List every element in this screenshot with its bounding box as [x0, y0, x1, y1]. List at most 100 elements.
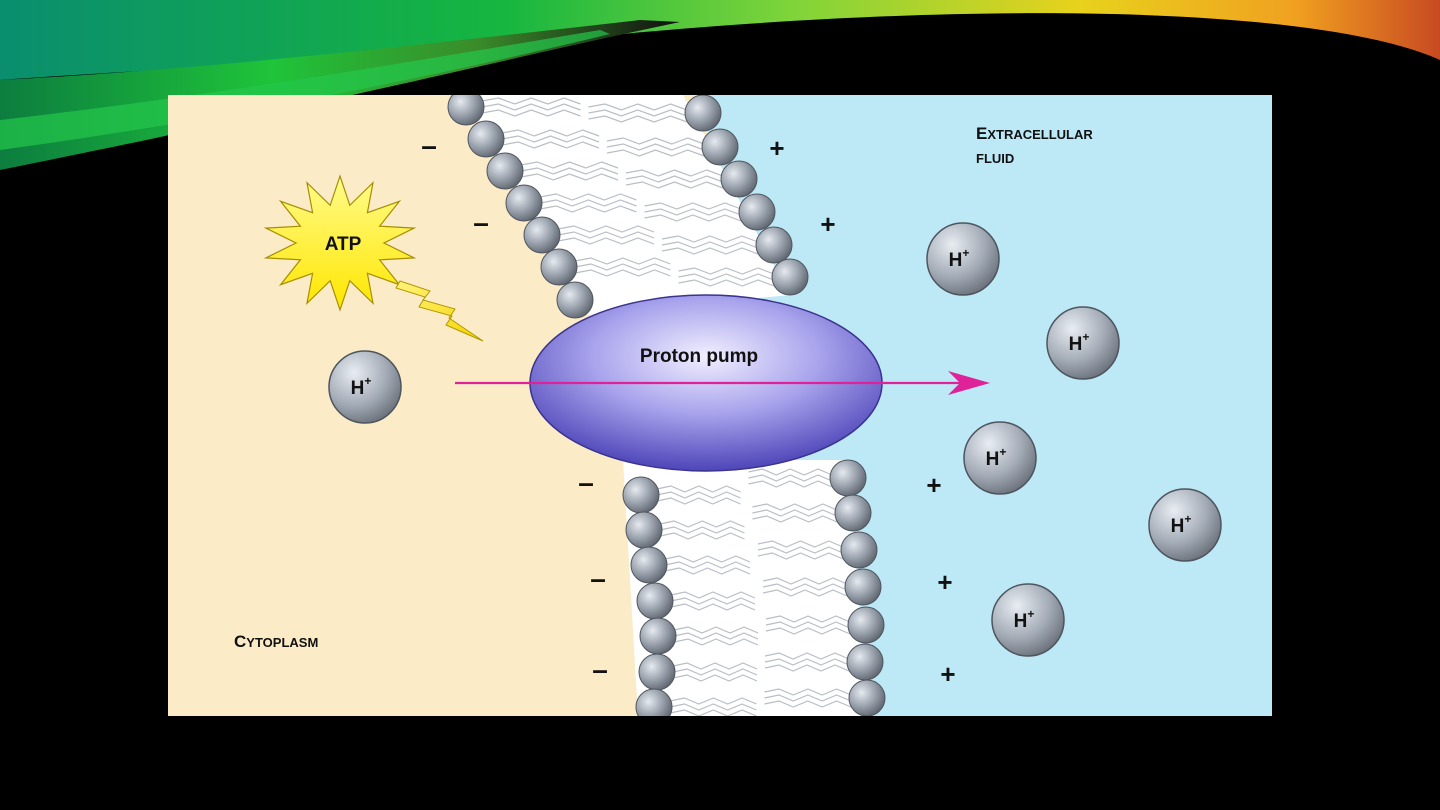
lipid-tail: [670, 597, 756, 605]
lipid-tail: [501, 129, 600, 137]
positive-charge: +: [769, 133, 784, 163]
lipid-tail: [670, 591, 756, 599]
lipid-tail: [557, 237, 655, 245]
lipid-tail: [659, 526, 745, 534]
lipid-tail: [501, 135, 600, 143]
phospholipid-head: [844, 568, 882, 606]
phospholipid-head: [684, 95, 722, 132]
lipid-tail: [664, 561, 751, 569]
hydrogen-ion-charge: +: [364, 374, 371, 388]
lipid-tail: [765, 621, 851, 629]
negative-charge: –: [592, 654, 608, 685]
lipid-tail: [748, 468, 833, 476]
lipid-tail: [765, 615, 851, 623]
lipid-tail: [757, 540, 844, 548]
hydrogen-ion: H+: [963, 421, 1037, 495]
lipid-tail: [764, 664, 850, 672]
atp-label: ATP: [325, 234, 362, 255]
lipid-tail: [588, 115, 688, 123]
lipid-tail: [661, 235, 759, 243]
membrane-charges: –––––+++++: [421, 130, 955, 689]
phospholipid-head: [467, 120, 505, 158]
hydrogen-ion: H+: [328, 350, 402, 424]
cytoplasm-label: CYTOPLASM: [234, 632, 318, 651]
proton-pump-label: Proton pump: [640, 346, 758, 367]
phospholipid-head: [505, 184, 543, 222]
hydrogen-ion-charge: +: [999, 445, 1006, 459]
banner-band-upper: [0, 0, 1440, 80]
phospholipid-head: [755, 226, 793, 264]
lipid-tail: [672, 668, 758, 676]
lipid-tail: [748, 474, 833, 482]
lipid-tail: [481, 109, 581, 117]
positive-charge: +: [820, 209, 835, 239]
hydrogen-ion: H+: [991, 583, 1065, 657]
lipid-tail: [481, 103, 581, 111]
lipid-tail: [672, 662, 758, 670]
lipid-tail: [625, 175, 724, 183]
lipid-tail: [606, 149, 705, 157]
phospholipid-head: [829, 459, 867, 497]
lipid-tail: [606, 137, 705, 145]
lipid-tail: [481, 97, 581, 105]
hydrogen-ion: H+: [926, 222, 1000, 296]
lipid-tail: [656, 497, 741, 505]
lipid-tail: [520, 161, 619, 169]
lipid-tail: [574, 257, 671, 265]
hydrogen-ion: H+: [1046, 306, 1120, 380]
lipid-tail: [644, 214, 742, 222]
hydrogen-ion: H+: [1148, 488, 1222, 562]
phospholipid-head: [834, 494, 872, 532]
lipid-tail: [762, 583, 848, 591]
lipid-tail: [752, 503, 838, 511]
lipid-tail: [520, 173, 619, 181]
lipid-tail: [625, 169, 724, 177]
lipid-tail: [673, 626, 759, 634]
lipid-tail: [659, 520, 745, 528]
energy-bolt: [395, 280, 484, 342]
lipid-tail: [644, 202, 742, 210]
lipid-tail: [669, 697, 757, 705]
lipid-tail: [757, 546, 844, 554]
phospholipid-head: [840, 531, 878, 569]
lipid-tail: [678, 279, 775, 287]
lipid-tail: [606, 143, 705, 151]
membrane-lower-core: [623, 460, 868, 716]
phospholipid-head: [635, 688, 673, 716]
lipid-tail: [539, 199, 637, 207]
lipid-tail: [574, 269, 671, 277]
lipid-tail: [644, 208, 742, 216]
lipid-tail: [557, 231, 655, 239]
extracellular-fluid-label-line2: FLUID: [976, 151, 1014, 166]
negative-charge: –: [473, 207, 489, 238]
hydrogen-ion-charge: +: [962, 246, 969, 260]
lipid-tail: [673, 632, 759, 640]
lipid-tail: [765, 627, 851, 635]
phospholipid-head: [771, 258, 809, 296]
hydrogen-ion-charge: +: [1082, 330, 1089, 344]
lipid-tail: [762, 589, 848, 597]
lipid-tail: [752, 509, 838, 517]
negative-charge: –: [578, 467, 594, 498]
phospholipid-head: [738, 193, 776, 231]
phospholipid-head: [556, 281, 594, 319]
phospholipid-head: [625, 511, 663, 549]
lipid-tail: [764, 658, 850, 666]
lipid-tail: [501, 141, 600, 149]
lipid-tail: [670, 603, 756, 611]
phospholipid-head: [847, 606, 885, 644]
phospholipid-head: [636, 582, 674, 620]
lipid-tail: [764, 694, 852, 702]
lipid-tail: [661, 247, 759, 255]
lipid-tail: [625, 181, 724, 189]
lipid-tail: [748, 480, 833, 488]
lipid-tail: [574, 263, 671, 271]
lipid-tail: [661, 241, 759, 249]
lipid-tail: [764, 652, 850, 660]
lipid-tail: [678, 273, 775, 281]
lipid-tail: [757, 552, 844, 560]
extracellular-fluid-label: EXTRACELLULAR: [976, 124, 1093, 143]
phospholipid-heads: [447, 95, 886, 716]
phospholipid-head: [447, 95, 485, 126]
lipid-tail: [539, 193, 637, 201]
